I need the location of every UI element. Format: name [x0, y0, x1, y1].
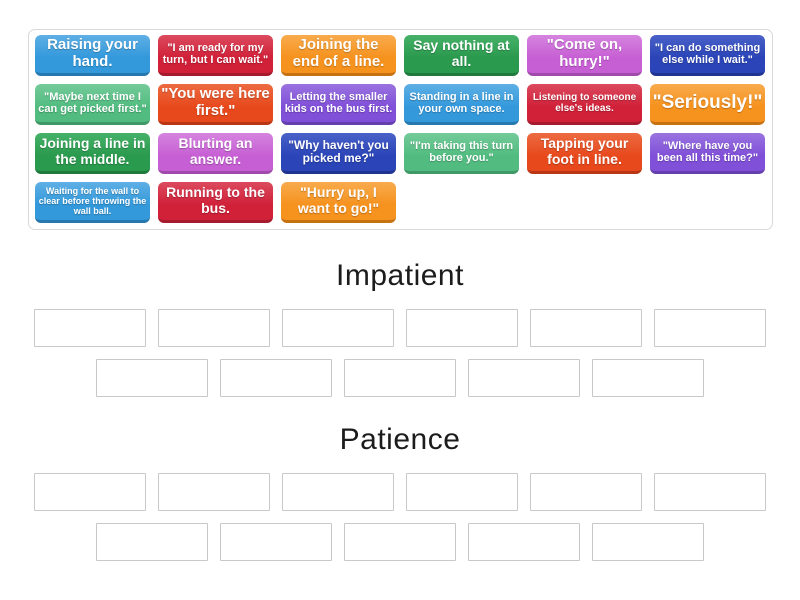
draggable-tile[interactable]: Standing in a line in your own space. — [404, 84, 519, 125]
drop-slot[interactable] — [468, 359, 580, 397]
slot-row — [0, 473, 800, 511]
draggable-tile[interactable]: Joining the end of a line. — [281, 35, 396, 76]
drop-slot[interactable] — [282, 309, 394, 347]
group-impatient: Impatient — [0, 256, 800, 409]
draggable-tile[interactable]: Waiting for the wall to clear before thr… — [35, 182, 150, 223]
slot-grid-patience — [0, 473, 800, 561]
slot-grid-impatient — [0, 309, 800, 397]
drop-slot[interactable] — [34, 309, 146, 347]
draggable-tile[interactable]: Tapping your foot in line. — [527, 133, 642, 174]
drop-slot[interactable] — [406, 473, 518, 511]
draggable-tile[interactable]: "Maybe next time I can get picked first.… — [35, 84, 150, 125]
slot-row — [0, 359, 800, 397]
draggable-tile[interactable]: "I can do something else while I wait." — [650, 35, 765, 76]
drop-slot[interactable] — [96, 523, 208, 561]
drop-slot[interactable] — [530, 309, 642, 347]
draggable-tile[interactable]: Running to the bus. — [158, 182, 273, 223]
drop-slot[interactable] — [282, 473, 394, 511]
draggable-tile[interactable]: "Come on, hurry!" — [527, 35, 642, 76]
drop-slot[interactable] — [468, 523, 580, 561]
drop-slot[interactable] — [530, 473, 642, 511]
group-title-impatient: Impatient — [336, 259, 464, 292]
draggable-tile[interactable]: "Why haven't you picked me?" — [281, 133, 396, 174]
drop-slot[interactable] — [220, 523, 332, 561]
draggable-tile[interactable]: "You were here first." — [158, 84, 273, 125]
draggable-tile[interactable]: "Seriously!" — [650, 84, 765, 125]
draggable-tile[interactable]: "Where have you been all this time?" — [650, 133, 765, 174]
drop-slot[interactable] — [654, 309, 766, 347]
draggable-tile[interactable]: Joining a line in the middle. — [35, 133, 150, 174]
drop-slot[interactable] — [592, 523, 704, 561]
drop-slot[interactable] — [344, 359, 456, 397]
drop-slot[interactable] — [34, 473, 146, 511]
draggable-tile[interactable]: "I am ready for my turn, but I can wait.… — [158, 35, 273, 76]
draggable-tile[interactable]: Listening to someone else's ideas. — [527, 84, 642, 125]
drop-slot[interactable] — [344, 523, 456, 561]
draggable-tile[interactable]: Raising your hand. — [35, 35, 150, 76]
slot-row — [0, 523, 800, 561]
group-title-patience: Patience — [339, 423, 461, 456]
drop-slot[interactable] — [592, 359, 704, 397]
drop-slot[interactable] — [96, 359, 208, 397]
draggable-tile[interactable]: Letting the smaller kids on the bus firs… — [281, 84, 396, 125]
slot-row — [0, 309, 800, 347]
group-patience: Patience — [0, 420, 800, 573]
draggable-tile[interactable]: Say nothing at all. — [404, 35, 519, 76]
draggable-tile[interactable]: Blurting an answer. — [158, 133, 273, 174]
draggable-tile[interactable]: "Hurry up, I want to go!" — [281, 182, 396, 223]
tile-tray: Raising your hand."I am ready for my tur… — [28, 29, 773, 230]
drop-slot[interactable] — [220, 359, 332, 397]
draggable-tile[interactable]: "I'm taking this turn before you." — [404, 133, 519, 174]
drop-slot[interactable] — [654, 473, 766, 511]
drop-slot[interactable] — [158, 473, 270, 511]
drop-slot[interactable] — [158, 309, 270, 347]
drop-slot[interactable] — [406, 309, 518, 347]
